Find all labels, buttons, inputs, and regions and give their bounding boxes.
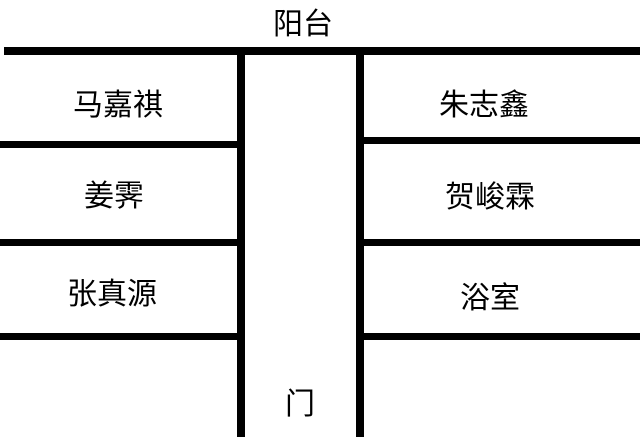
left-divider-1: [0, 141, 245, 148]
right-divider-3: [356, 333, 640, 340]
room-label-right-1: 朱志鑫: [439, 88, 529, 123]
corridor-left-wall: [237, 55, 245, 437]
room-label-left-3: 张真源: [67, 277, 157, 312]
corridor-right-wall: [356, 55, 364, 437]
left-divider-3: [0, 333, 245, 340]
room-label-left-2: 姜霁: [84, 179, 144, 214]
top-wall: [4, 47, 640, 55]
left-divider-2: [0, 239, 245, 246]
balcony-label: 阳台: [273, 7, 333, 42]
room-label-right-3: 浴室: [460, 281, 520, 316]
room-label-left-1: 马嘉祺: [73, 88, 163, 123]
right-divider-2: [356, 239, 640, 246]
room-label-right-2: 贺峻霖: [445, 180, 535, 215]
right-divider-1: [356, 137, 640, 144]
door-label: 门: [285, 387, 315, 422]
